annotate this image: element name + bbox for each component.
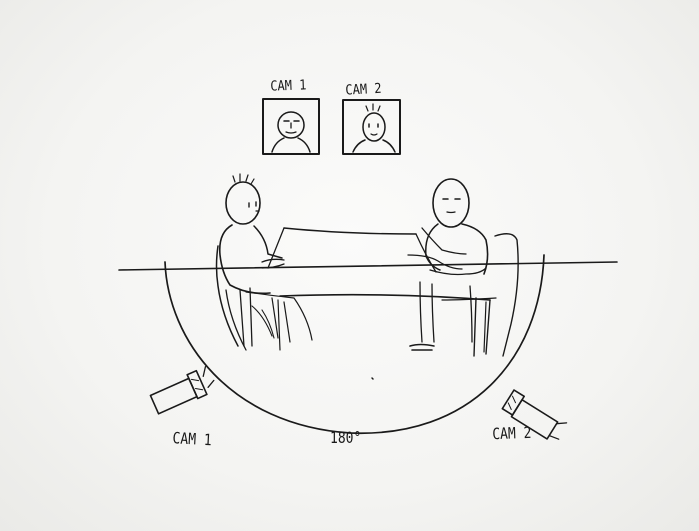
person-left	[217, 174, 313, 350]
security-camera-icon	[149, 366, 218, 416]
person-right	[408, 179, 518, 356]
table	[268, 228, 490, 352]
label-bottom-cam-1: CAM 1	[172, 430, 212, 450]
preview-frame-cam-1	[263, 99, 319, 154]
preview-frame-cam-2	[343, 100, 400, 154]
label-top-cam-2: CAM 2	[345, 80, 382, 98]
label-field-of-view-angle: 180°	[330, 430, 361, 448]
label-top-cam-1: CAM 1	[270, 77, 307, 94]
label-bottom-cam-2: CAM 2	[492, 425, 532, 444]
